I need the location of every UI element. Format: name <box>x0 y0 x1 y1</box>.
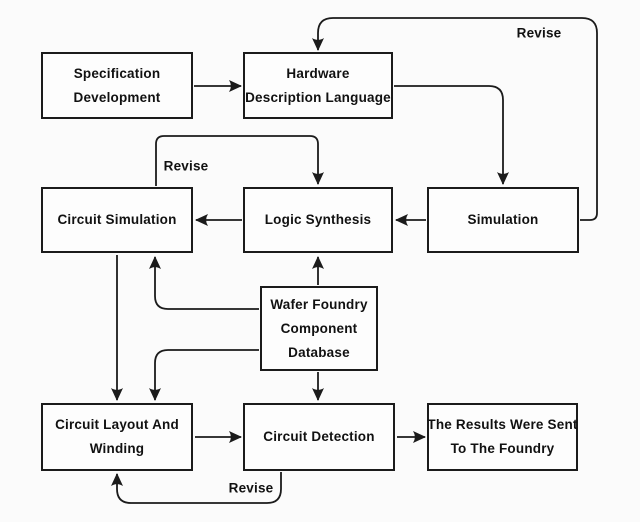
node-label-line: Winding <box>89 441 145 456</box>
edge-circuit-sim-to-logic-revise <box>155 135 324 186</box>
edge-label-revise-bottom: Revise <box>228 480 274 496</box>
node-label-line: Development <box>73 89 161 105</box>
node-label-line: Wafer Foundry <box>270 296 368 312</box>
node-specification-development: Specification Development <box>41 52 193 119</box>
node-hardware-description-language: Hardware Description Language <box>243 52 393 119</box>
node-results-sent-to-foundry: The Results Were Sent To The Foundry <box>427 403 578 471</box>
node-wafer-foundry-component-database: Wafer Foundry Component Database <box>260 286 378 371</box>
edge-hdl-to-simulation <box>394 85 509 185</box>
node-label-line: Circuit Layout And <box>55 417 179 432</box>
node-circuit-layout-and-winding: Circuit Layout And Winding <box>41 403 193 471</box>
node-label-line: Hardware <box>286 65 350 81</box>
node-circuit-detection: Circuit Detection <box>243 403 395 471</box>
node-logic-synthesis: Logic Synthesis <box>243 187 393 253</box>
node-label-line: Specification <box>73 65 161 81</box>
node-circuit-simulation: Circuit Simulation <box>41 187 193 253</box>
node-label-line: Circuit Detection <box>263 429 375 444</box>
edge-simulation-to-hdl-revise <box>312 17 598 221</box>
node-label-line: To The Foundry <box>450 441 555 456</box>
node-label-line: Circuit Simulation <box>57 212 177 227</box>
edge-label-revise-top: Revise <box>516 25 562 41</box>
edge-database-to-circuit-sim <box>149 256 259 310</box>
node-label-line: Database <box>288 344 350 360</box>
edge-detection-to-layout-revise <box>111 472 282 504</box>
edge-database-to-layout <box>149 349 259 401</box>
node-label-line: Simulation <box>467 212 539 227</box>
node-label-line: Logic Synthesis <box>264 212 372 227</box>
node-label-line: Description Language <box>245 89 391 105</box>
node-label-line: The Results Were Sent <box>427 417 578 432</box>
edge-label-revise-middle: Revise <box>163 158 209 174</box>
node-label-line: Component <box>280 320 358 336</box>
node-simulation: Simulation <box>427 187 579 253</box>
